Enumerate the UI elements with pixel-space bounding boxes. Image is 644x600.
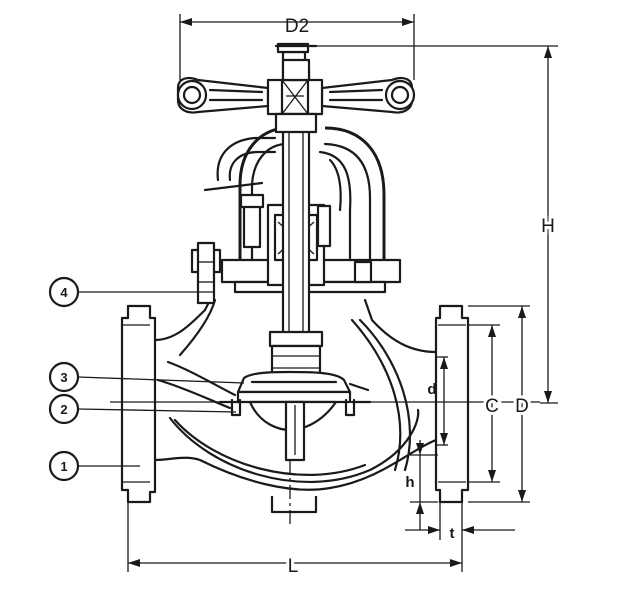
part-callouts	[48, 276, 245, 482]
disc-assembly	[218, 370, 372, 462]
left-flange	[120, 304, 157, 504]
dim-label-h-small: h	[405, 474, 414, 491]
handwheel	[176, 42, 416, 134]
part-number-4: 4	[60, 285, 68, 300]
dim-label-t: t	[450, 525, 455, 542]
part-balloon-3	[48, 361, 80, 393]
dimensions	[110, 14, 558, 572]
dim-label-h: H	[541, 216, 555, 237]
dim-label-d2: D2	[285, 16, 309, 37]
dim-label-l: L	[288, 556, 299, 577]
dim-label-small-d: d	[427, 381, 436, 398]
part-balloon-4	[48, 276, 80, 308]
part-balloon-1	[48, 450, 80, 482]
part-number-2: 2	[60, 402, 67, 417]
part-number-3: 3	[60, 370, 67, 385]
dim-label-c: C	[485, 396, 499, 417]
part-number-1: 1	[60, 459, 67, 474]
right-flange	[434, 304, 470, 504]
part-balloon-2	[48, 393, 80, 425]
dim-label-d: D	[515, 396, 529, 417]
